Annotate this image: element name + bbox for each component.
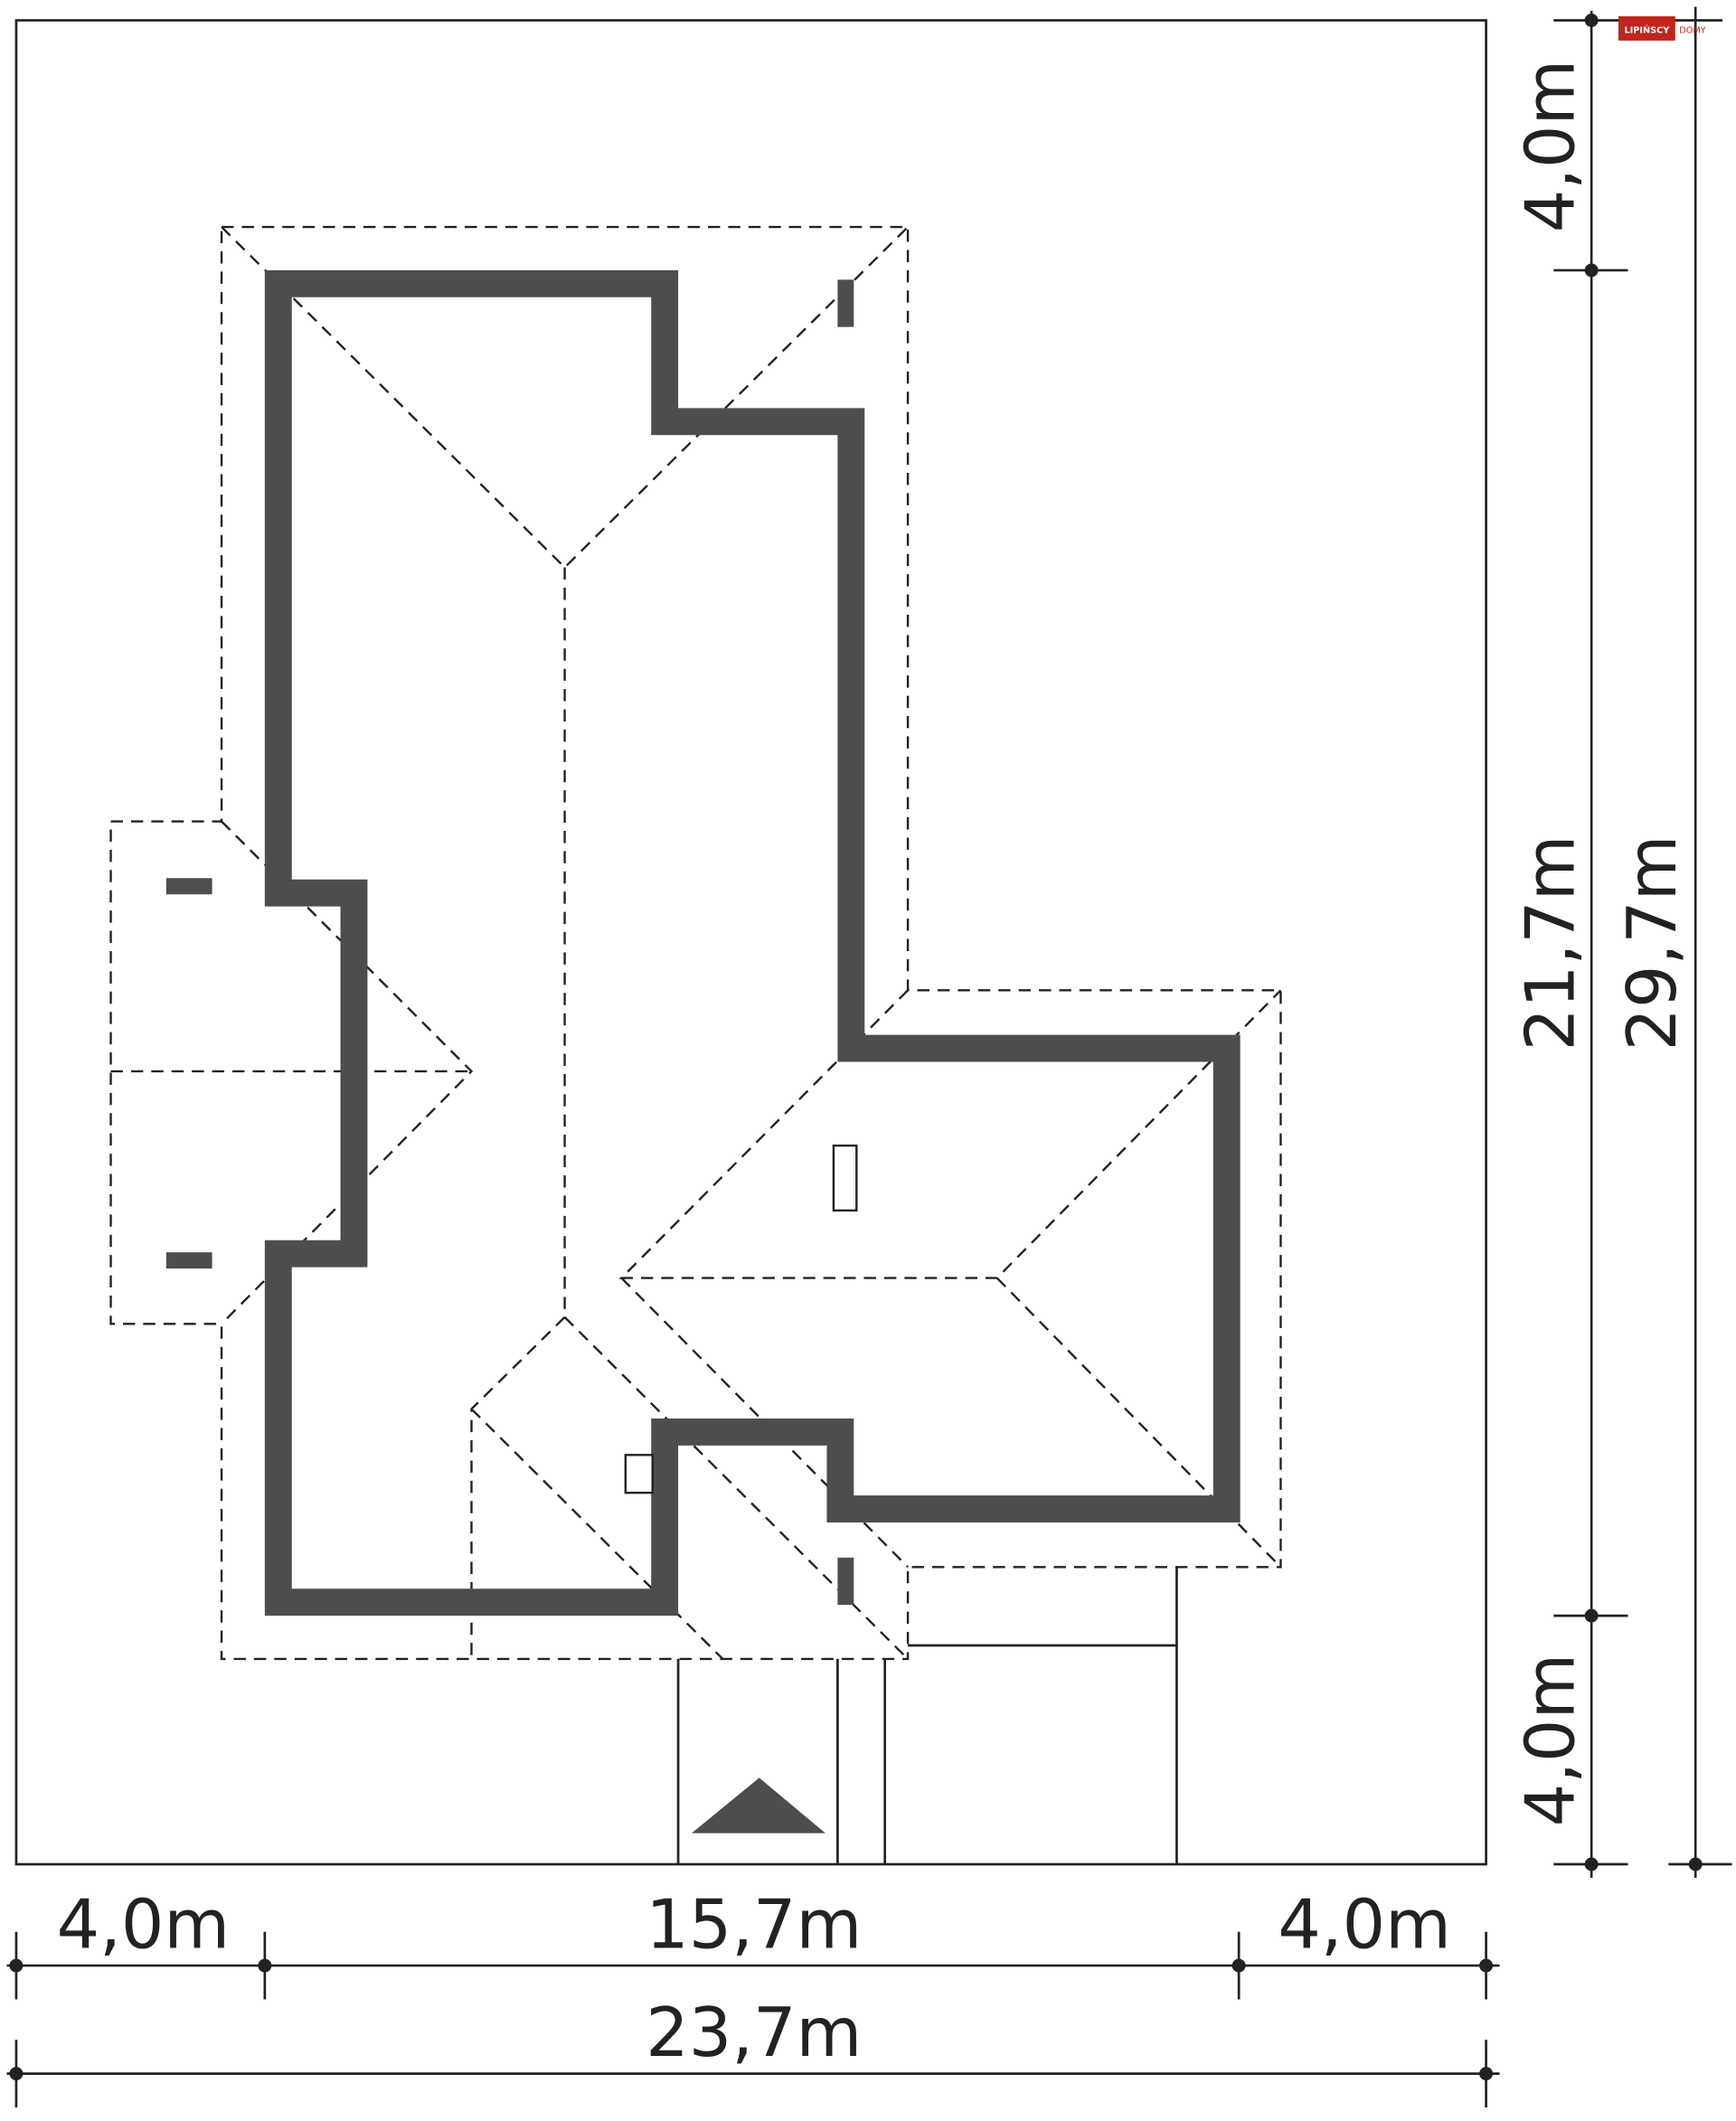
svg-text:LIPIŃSCY: LIPIŃSCY xyxy=(1624,24,1670,36)
building-walls xyxy=(264,269,1241,1617)
horizontal-dimensions: 4,0m 15,7m 4,0m 23,7m xyxy=(6,1886,1500,2107)
plot-boundary xyxy=(14,19,1487,1866)
brand-logo: LIPIŃSCY DOMY xyxy=(1618,16,1706,41)
bottom-setback-label: 4,0m xyxy=(1512,1654,1590,1827)
entrance-arrow-icon xyxy=(692,1777,826,1833)
vertical-dimensions: 4,0m 21,7m 4,0m 29,7m xyxy=(1512,6,1732,1878)
total-width-label: 23,7m xyxy=(646,1994,862,2072)
total-depth-label: 29,7m xyxy=(1613,834,1692,1051)
right-setback-label: 4,0m xyxy=(1278,1886,1451,1965)
house-depth-label: 21,7m xyxy=(1512,834,1590,1051)
house-width-label: 15,7m xyxy=(646,1886,862,1965)
top-setback-label: 4,0m xyxy=(1512,60,1590,233)
chimneys xyxy=(165,279,858,1606)
left-setback-label: 4,0m xyxy=(57,1886,231,1965)
driveway xyxy=(676,1567,1178,1865)
svg-text:DOMY: DOMY xyxy=(1679,26,1705,36)
